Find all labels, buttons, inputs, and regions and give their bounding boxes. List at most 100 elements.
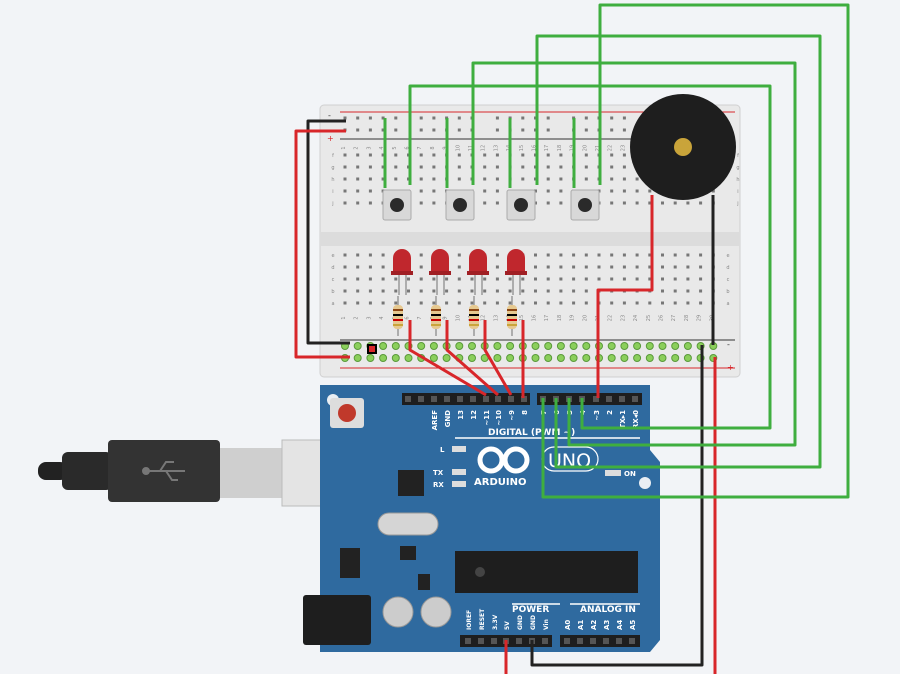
column-label: 12 <box>481 145 487 151</box>
rx-led <box>452 481 466 487</box>
row-label: d <box>331 265 334 271</box>
rail-minus-label-bottom: - <box>727 340 730 349</box>
wire-black-rail[interactable] <box>306 119 350 345</box>
analog-pin-label: A4 <box>616 620 624 630</box>
led[interactable] <box>505 249 527 295</box>
column-label: 23 <box>620 145 626 151</box>
wire-led-3[interactable] <box>483 320 513 396</box>
column-label: 15 <box>519 315 525 321</box>
led[interactable] <box>467 249 489 295</box>
led[interactable] <box>429 249 451 295</box>
wire-button-2[interactable] <box>471 61 797 447</box>
power-pin-label: GND <box>517 615 524 630</box>
resistor[interactable] <box>507 296 517 336</box>
wire-black-gnd[interactable] <box>530 345 704 667</box>
column-label: 27 <box>671 315 677 321</box>
column-label: 5 <box>392 146 398 149</box>
power-pin-label: 5V <box>504 621 511 630</box>
power-pin-label: RESET <box>479 608 486 630</box>
rail-minus-label: - <box>328 111 331 120</box>
column-label: 22 <box>608 145 614 151</box>
column-label: 18 <box>557 145 563 151</box>
push-button[interactable] <box>445 189 475 221</box>
column-label: 15 <box>519 145 525 151</box>
row-label: j <box>736 201 738 207</box>
resistor[interactable] <box>393 296 403 336</box>
column-label: 18 <box>557 315 563 321</box>
digital-header-right[interactable] <box>537 393 642 405</box>
column-label: 10 <box>455 145 461 151</box>
column-label: 8 <box>430 146 436 149</box>
piezo-buzzer[interactable] <box>630 94 736 200</box>
push-button[interactable] <box>382 189 412 221</box>
arduino-logo <box>477 446 530 474</box>
digital-pin-label: ~3 <box>593 410 601 421</box>
power-pin-label: IOREF <box>466 610 473 630</box>
tx-led-label: TX <box>433 469 444 477</box>
column-label: 2 <box>354 146 360 149</box>
row-label: e <box>726 253 729 259</box>
usb-icon <box>142 461 185 481</box>
row-label: g <box>331 165 334 171</box>
power-pin-label: 3.3V <box>492 614 499 630</box>
digital-label: DIGITAL (PWM ~) <box>488 428 575 438</box>
column-label: 26 <box>659 315 665 321</box>
digital-pin-label: ~11 <box>483 410 491 426</box>
power-jack[interactable] <box>303 595 371 645</box>
column-label: 10 <box>455 315 461 321</box>
wire-red-rail[interactable] <box>294 129 350 359</box>
column-label: 23 <box>620 315 626 321</box>
push-button[interactable] <box>570 189 600 221</box>
column-label: 25 <box>646 315 652 321</box>
crystal <box>377 512 439 536</box>
digital-pin-label: GND <box>444 410 452 428</box>
column-label: 20 <box>582 315 588 321</box>
column-label: 4 <box>379 316 385 319</box>
selected-hole[interactable] <box>367 344 377 354</box>
digital-pin-label: TX▸1 <box>619 410 627 429</box>
row-label: g <box>736 165 739 171</box>
atmega-chip <box>455 551 638 593</box>
digital-pin-label: 2 <box>606 410 614 415</box>
row-label: e <box>331 253 334 259</box>
digital-pin-label: RX◂0 <box>632 410 640 429</box>
power-pin-label: Vin <box>543 619 550 630</box>
column-label: 11 <box>468 145 474 151</box>
row-label: d <box>726 265 729 271</box>
row-label: h <box>736 177 739 183</box>
column-label: 7 <box>417 316 423 319</box>
column-label: 6 <box>405 316 411 319</box>
column-label: 3 <box>366 146 372 149</box>
column-label: 1 <box>341 316 347 319</box>
column-label: 12 <box>481 315 487 321</box>
usb-cable[interactable] <box>38 439 323 507</box>
led[interactable] <box>391 249 413 295</box>
analog-header[interactable] <box>560 635 640 647</box>
resistor[interactable] <box>431 296 441 336</box>
wire-red-buzzer[interactable] <box>596 195 654 398</box>
digital-pin-label: 8 <box>521 410 529 415</box>
column-label: 21 <box>595 145 601 151</box>
wire-led-1[interactable] <box>408 320 487 397</box>
column-label: 6 <box>405 146 411 149</box>
usb-chip <box>398 470 424 496</box>
wire-button-4[interactable] <box>541 3 850 499</box>
column-label: 24 <box>633 315 639 321</box>
column-label: 19 <box>570 315 576 321</box>
analog-label: ANALOG IN <box>580 605 636 615</box>
row-label: f <box>332 153 334 159</box>
row-label: i <box>737 189 738 195</box>
wire-led-2[interactable] <box>445 320 499 397</box>
l-led-label: L <box>440 446 445 454</box>
resistor[interactable] <box>469 296 479 336</box>
row-label: b <box>331 289 334 295</box>
column-label: 22 <box>608 315 614 321</box>
push-button[interactable] <box>506 189 536 221</box>
wire-button-3[interactable] <box>535 34 822 469</box>
row-label: j <box>331 201 333 207</box>
column-label: 17 <box>544 145 550 151</box>
analog-pin-label: A0 <box>564 620 572 630</box>
on-led <box>605 470 621 476</box>
wire-button-1[interactable] <box>408 84 772 430</box>
